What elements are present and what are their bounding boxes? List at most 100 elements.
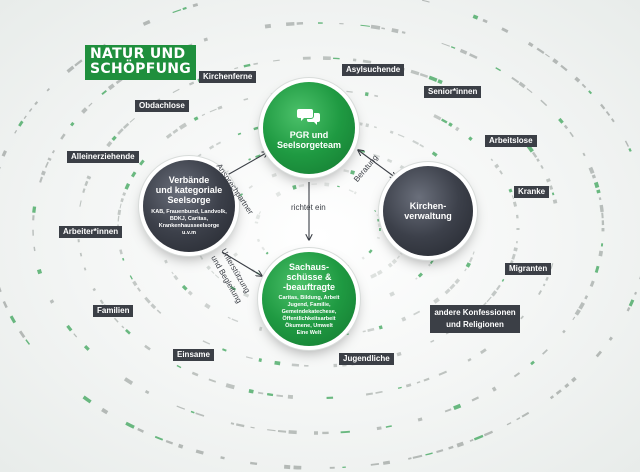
ring-dash (596, 189, 601, 194)
ring-dash (49, 299, 55, 304)
ring-dash (88, 102, 93, 107)
ring-dash (558, 117, 564, 124)
ring-dash (137, 427, 144, 433)
ring-dash (139, 159, 145, 166)
ring-dash (248, 389, 254, 394)
ring-dash (264, 23, 272, 29)
ring-dash (271, 173, 277, 178)
ring-dash (417, 272, 423, 278)
ring-dash (172, 88, 180, 94)
ring-dash (374, 209, 377, 212)
ring-dash (261, 246, 266, 251)
ring-dash (206, 265, 211, 271)
ring-dash (552, 199, 558, 204)
ring-dash (376, 214, 379, 217)
ring-dash (33, 246, 36, 252)
ring-dash (412, 140, 420, 145)
ring-dash (508, 188, 513, 193)
ring-dash (574, 308, 581, 316)
ring-dash (472, 251, 475, 255)
ring-dash (190, 410, 195, 414)
ring-dash (357, 121, 363, 126)
ring-dash (256, 238, 261, 243)
ring-dash (610, 118, 615, 123)
ring-dash (370, 462, 380, 466)
ring-dash (267, 429, 276, 432)
ring-dash (265, 251, 269, 255)
ring-dash (562, 329, 566, 334)
ring-dash (9, 315, 17, 324)
ring-dash (480, 348, 487, 355)
ring-dash (375, 390, 383, 394)
ring-dash (382, 460, 391, 465)
ring-dash (352, 281, 358, 285)
ring-dash (111, 135, 117, 141)
ring-dash (46, 88, 50, 92)
ring-dash (154, 435, 164, 441)
ring-dash (518, 81, 526, 89)
ring-dash (465, 262, 471, 268)
ring-dash (121, 325, 125, 329)
ring-dash (215, 141, 221, 146)
ring-dash (204, 303, 211, 310)
ring-dash (441, 42, 450, 47)
ring-dash (176, 405, 186, 410)
ring-dash (353, 191, 357, 195)
ring-dash (195, 449, 204, 455)
ring-dash (381, 27, 386, 30)
ring-dash (235, 195, 242, 202)
ring-dash (233, 252, 238, 258)
ring-dash (417, 417, 423, 422)
ring-dash (173, 274, 179, 281)
ring-dash (598, 250, 604, 257)
ring-dash (589, 280, 595, 288)
ring-dash (578, 301, 585, 310)
ring-dash (472, 14, 479, 20)
ring-dash (467, 357, 472, 362)
ring-dash (182, 6, 187, 11)
ring-dash (23, 115, 27, 120)
tag-familien: Familien (93, 305, 134, 317)
ring-dash (99, 299, 104, 305)
ring-dash (536, 158, 540, 162)
ring-dash (396, 255, 401, 259)
ring-dash (79, 200, 82, 207)
ring-dash (370, 24, 381, 30)
ring-dash (257, 391, 264, 395)
ring-dash (123, 377, 134, 385)
ring-dash (274, 360, 281, 366)
ring-dash (396, 351, 402, 357)
ring-dash (572, 316, 576, 321)
ring-dash (18, 120, 24, 127)
ring-dash (433, 297, 440, 304)
ring-dash (471, 396, 480, 402)
ring-dash (600, 103, 606, 110)
ring-dash (243, 292, 250, 298)
ring-dash (413, 310, 421, 316)
ring-dash (521, 411, 530, 418)
ring-dash (235, 423, 245, 428)
tag-alleinerziehende: Alleinerziehende (67, 151, 139, 163)
ring-dash (455, 126, 460, 132)
label-richtet-ein: richtet ein (291, 203, 326, 212)
ring-dash (444, 288, 451, 295)
ring-dash (193, 116, 199, 121)
ring-dash (258, 326, 263, 331)
ring-dash (506, 422, 512, 426)
ring-dash (285, 21, 295, 27)
ring-dash (191, 371, 199, 377)
ring-dash (569, 131, 574, 138)
ring-dash (136, 287, 142, 292)
chat-bubbles-icon (297, 108, 320, 125)
ring-dash (39, 176, 43, 183)
ring-dash (501, 278, 505, 282)
circle-bottom-title: Sachaus- schüsse & -beauftragte (282, 261, 335, 292)
ring-dash (499, 170, 503, 175)
tag-asylsuchende: Asylsuchende (342, 64, 405, 76)
ring-dash (588, 166, 595, 174)
ring-dash (66, 324, 73, 332)
ring-dash (288, 430, 297, 435)
ring-dash (40, 170, 46, 176)
ring-dash (44, 161, 49, 168)
ring-dash (473, 434, 484, 441)
